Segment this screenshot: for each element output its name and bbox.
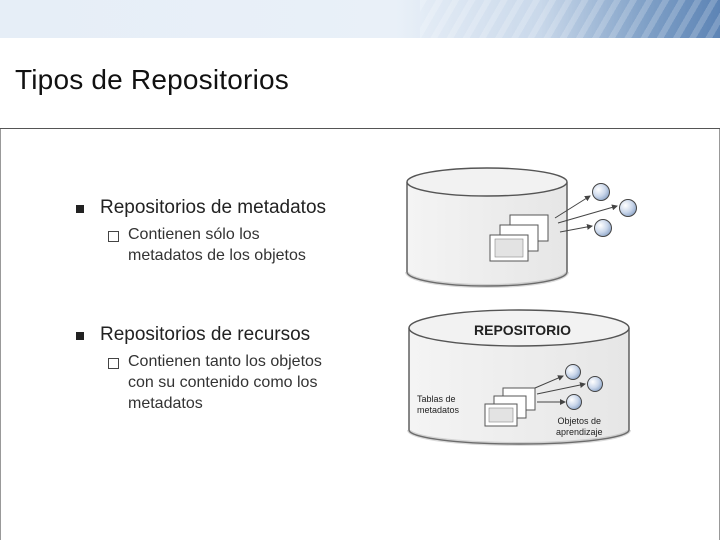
- sub-bullet-box-icon: [108, 231, 119, 242]
- title-bar: [0, 38, 720, 129]
- sub-bullet-line: metadatos: [128, 395, 203, 412]
- arrows-to-objects: [534, 375, 586, 405]
- arrows-to-objects: [554, 195, 618, 233]
- learning-objects-label: Objetos de aprendizaje: [556, 416, 603, 438]
- sub-bullet-line: metadatos de los objetos: [128, 247, 306, 264]
- repository-label: REPOSITORIO: [474, 322, 571, 338]
- sub-bullet-line: Contienen tanto los objetos: [128, 353, 322, 370]
- bullet-heading-metadata: Repositorios de metadatos: [100, 197, 327, 218]
- metadata-tables-label-line: Tablas de: [417, 394, 456, 404]
- learning-objects-label-line: Objetos de: [557, 416, 602, 426]
- metadata-tables-label: Tablas de metadatos: [417, 394, 459, 416]
- metadata-tables-label-line: metadatos: [417, 405, 460, 415]
- sub-bullet-line: con su contenido como los: [128, 374, 318, 391]
- metadata-tables-icon: [489, 214, 549, 262]
- bullet-square-icon: [76, 332, 84, 340]
- cylinder-shape: [407, 309, 631, 446]
- sub-bullet-text-metadata: Contienen sólo los metadatos de los obje…: [128, 224, 306, 266]
- learning-object-ball-icon: [592, 183, 637, 237]
- resource-repository-diagram: [407, 309, 631, 446]
- learning-objects-label-line: aprendizaje: [556, 427, 603, 437]
- sub-bullet-box-icon: [108, 358, 119, 369]
- bullet-square-icon: [76, 205, 84, 213]
- bullet-heading-resources: Repositorios de recursos: [100, 324, 311, 345]
- top-banner: [0, 0, 720, 38]
- metadata-tables-icon: [484, 387, 536, 427]
- sub-bullet-line: Contienen sólo los: [128, 226, 260, 243]
- metadata-repository-diagram: [405, 167, 637, 288]
- slide-title: Tipos de Repositorios: [15, 64, 289, 95]
- sub-bullet-text-resources: Contienen tanto los objetos con su conte…: [128, 351, 322, 414]
- learning-object-ball-icon: [565, 364, 603, 410]
- banner-texture: [420, 0, 720, 38]
